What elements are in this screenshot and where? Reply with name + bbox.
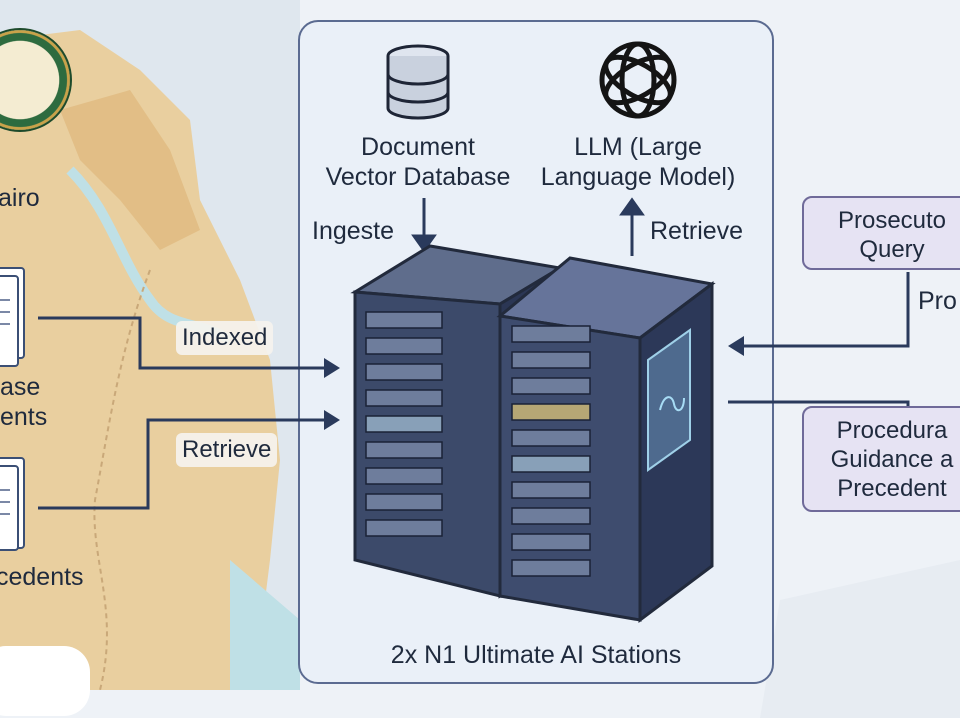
tower-display-panel	[647, 328, 691, 472]
guidance-line1: Procedura	[836, 417, 948, 444]
map-sea	[230, 560, 300, 690]
case-documents-stack	[0, 267, 25, 551]
retrieve-up-arrow	[619, 197, 645, 256]
prompt-label: Pro	[918, 287, 957, 315]
ai-station-tower-right	[496, 256, 716, 623]
document-stack-icon	[0, 267, 25, 367]
query-arrowhead	[728, 336, 744, 356]
retrieve-flow-line	[38, 418, 332, 510]
ingest-down-arrow	[411, 198, 437, 253]
llm-label-line1: LLM (Large	[574, 133, 702, 161]
llm-label-line2: Language Model)	[540, 163, 736, 191]
vector-db-label-line1: Document	[361, 133, 475, 161]
prosecutor-query-line2: Query	[859, 236, 925, 263]
corner-bubble	[0, 646, 90, 716]
retrieve-arrowhead	[324, 410, 340, 430]
indexed-label: Indexed	[176, 321, 274, 355]
map-delta-region	[60, 90, 200, 250]
llm-swirl-icon	[599, 41, 677, 119]
precedent-document-icon	[0, 457, 25, 551]
stations-caption: 2x N1 Ultimate AI Stations	[390, 641, 682, 669]
guidance-line3: Precedent	[837, 475, 947, 502]
indexed-flow-line	[38, 316, 332, 370]
prosecutor-query-line1: Prosecuto	[837, 207, 947, 234]
ingest-label: Ingeste	[312, 217, 395, 245]
map-border-line	[93, 269, 151, 691]
retrieve-left-label: Retrieve	[176, 433, 278, 467]
swirl-logo-icon	[659, 396, 685, 412]
city-label: airo	[0, 184, 40, 212]
retrieve-up-label: Retrieve	[650, 217, 744, 245]
vector-db-label-line2: Vector Database	[325, 163, 511, 191]
guidance-line2: Guidance a	[830, 446, 954, 473]
case-documents-label-line1: ase	[0, 373, 41, 401]
case-documents-label-line2: ents	[0, 403, 48, 431]
procedural-guidance-box: Procedura Guidance a Precedent	[802, 406, 960, 512]
database-icon	[386, 44, 450, 120]
query-flow-line	[738, 272, 910, 348]
prosecutor-query-box: Prosecuto Query	[802, 196, 960, 270]
precedents-label: cedents	[0, 563, 84, 591]
indexed-arrowhead	[324, 358, 340, 378]
